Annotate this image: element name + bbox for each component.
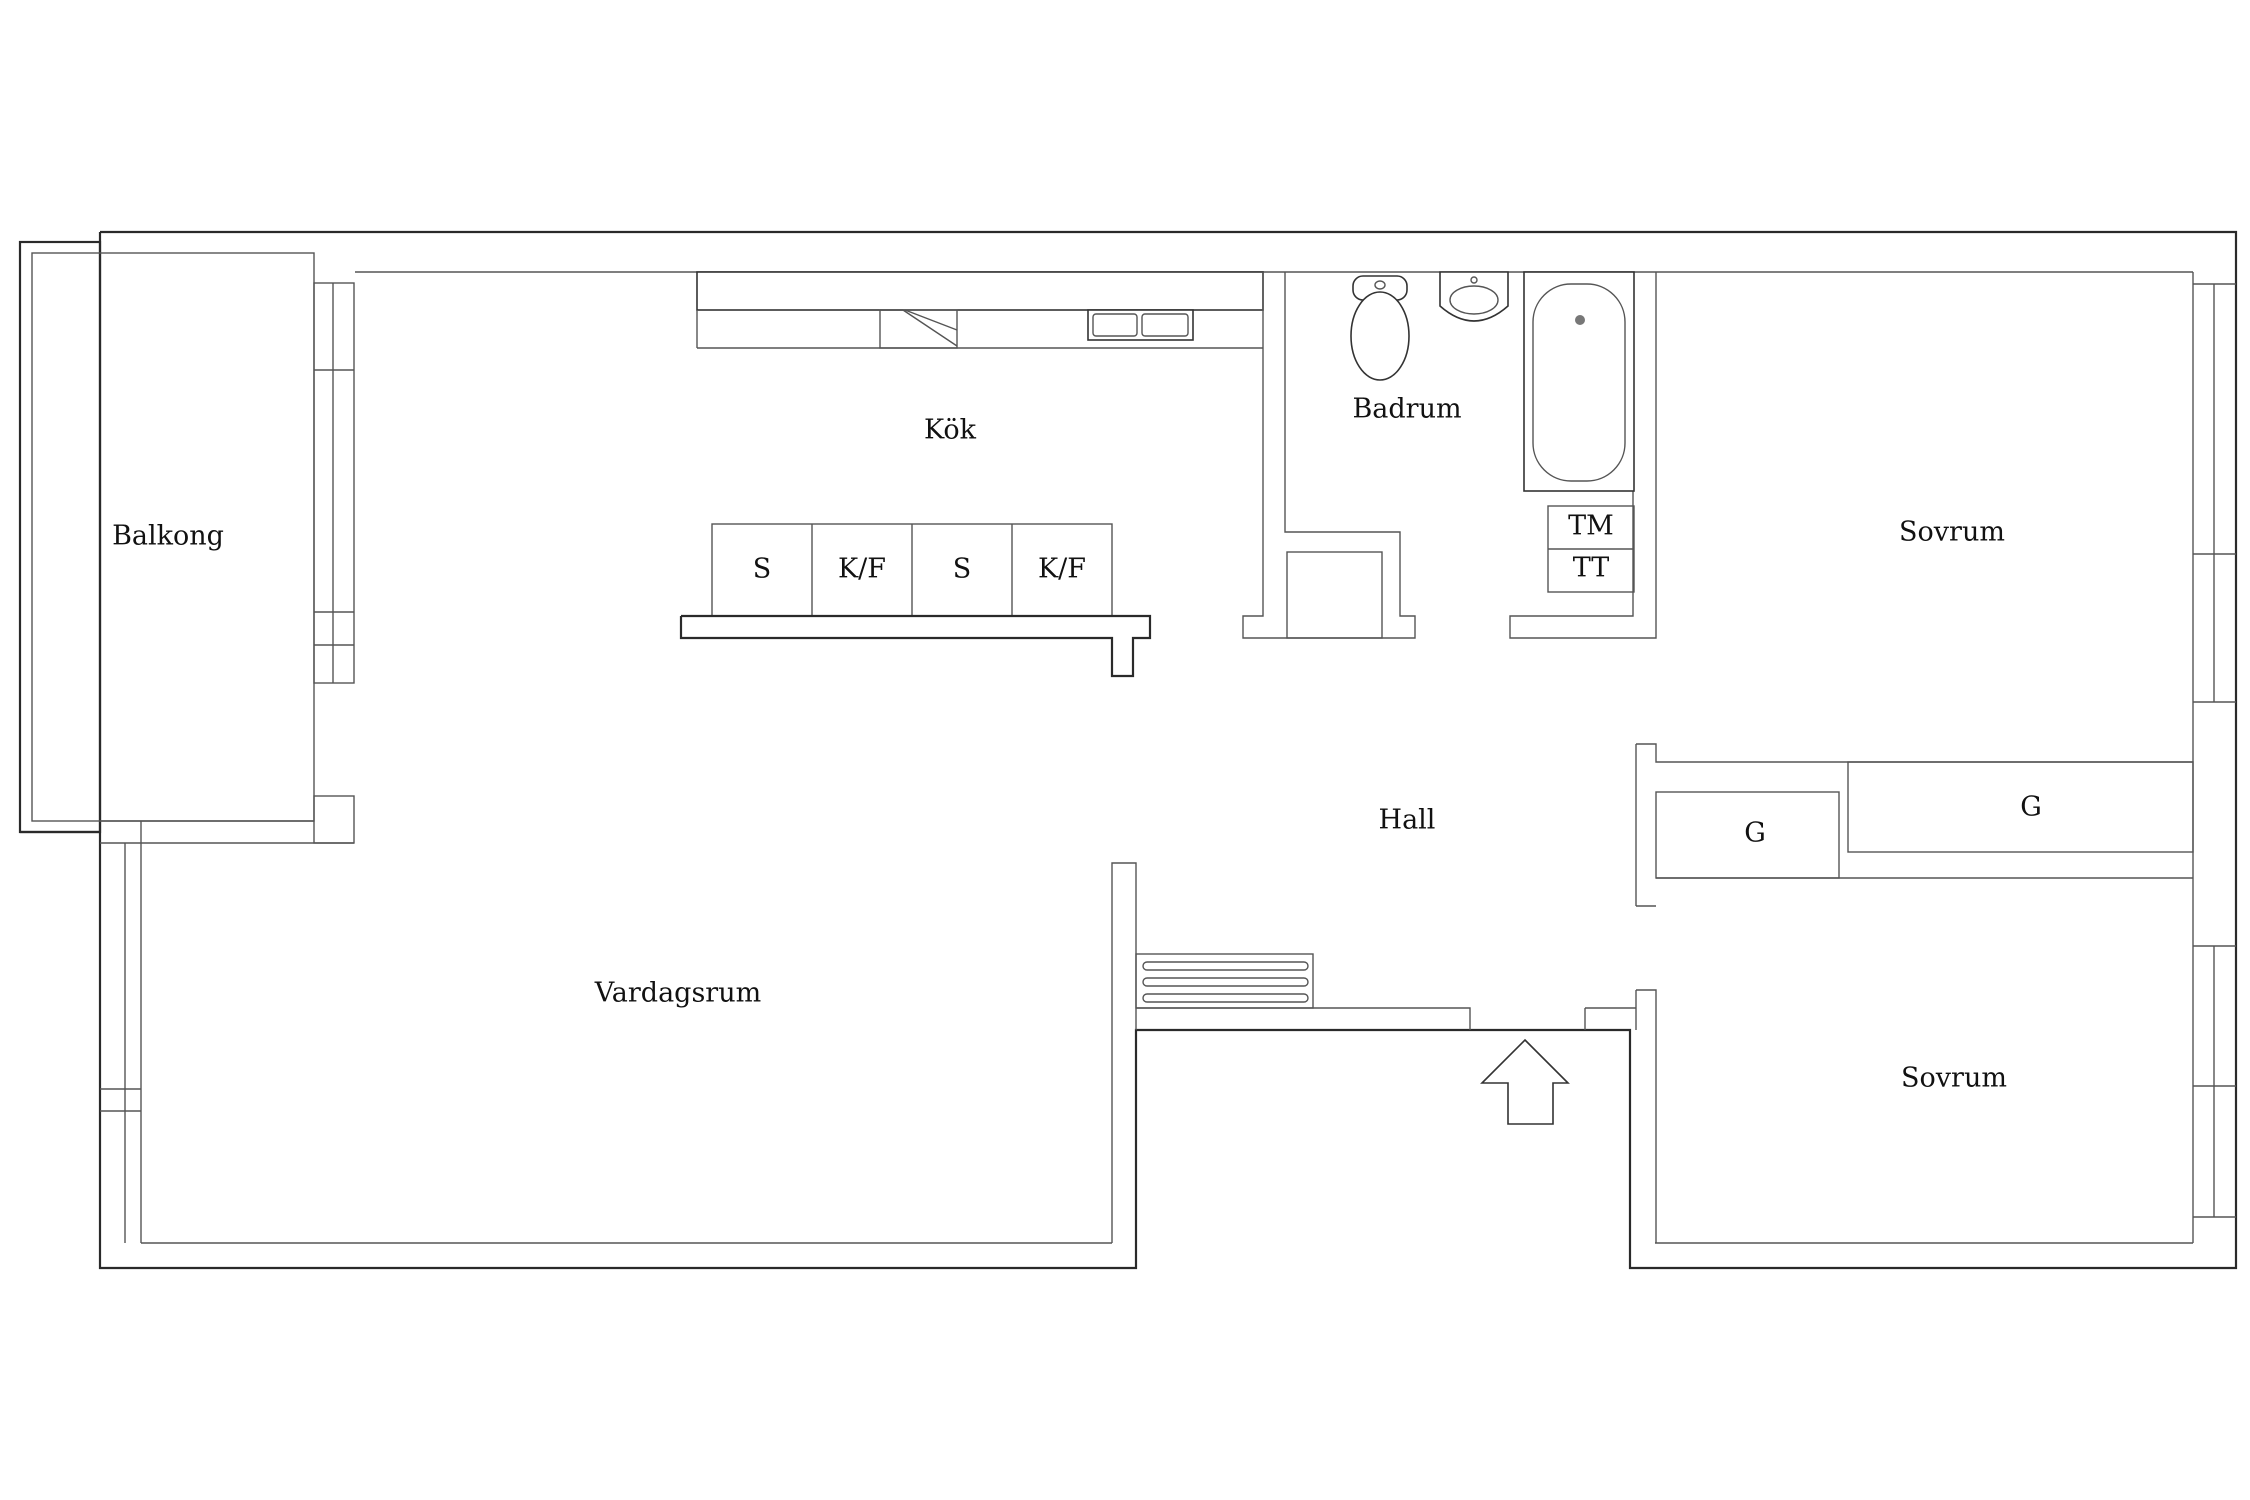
bathroom-walls xyxy=(1242,272,1657,639)
entrance-arrow-icon xyxy=(1480,1038,1570,1125)
label-kf-1: K/F xyxy=(838,554,886,585)
bedroom-partitions xyxy=(1585,743,2193,1243)
bathtub-icon xyxy=(1523,271,1635,492)
kitchen-counter xyxy=(696,271,1264,349)
kitchen-sink xyxy=(1087,309,1194,341)
balcony-windows xyxy=(100,282,355,844)
label-s-2: S xyxy=(953,554,972,585)
label-g-left: G xyxy=(1744,818,1766,849)
label-tm: TM xyxy=(1568,511,1614,542)
room-label-balkong: Balkong xyxy=(112,521,224,552)
room-label-vardagsrum: Vardagsrum xyxy=(594,978,761,1009)
room-label-badrum: Badrum xyxy=(1352,394,1461,425)
room-label-sovrum-bottom: Sovrum xyxy=(1901,1063,2007,1094)
label-kf-2: K/F xyxy=(1038,554,1086,585)
room-label-sovrum-top: Sovrum xyxy=(1899,517,2005,548)
room-label-hall: Hall xyxy=(1379,805,1436,836)
hall-front-wall xyxy=(1136,1007,1586,1030)
kitchen-island xyxy=(679,523,1152,678)
label-s-1: S xyxy=(753,554,772,585)
wardrobe-left xyxy=(1655,791,1840,879)
room-label-kok: Kök xyxy=(924,415,977,446)
outer-walls xyxy=(98,230,2238,1270)
washbasin-icon xyxy=(1439,271,1509,322)
wardrobe-right xyxy=(1847,761,2194,853)
living-window xyxy=(100,843,141,1243)
label-g-right: G xyxy=(2020,792,2042,823)
label-tt: TT xyxy=(1573,553,1610,584)
east-windows xyxy=(2193,283,2236,1218)
living-partition xyxy=(1111,862,1137,1243)
washer-dryer-stack xyxy=(1547,505,1635,593)
toilet-icon xyxy=(1350,275,1410,381)
radiator xyxy=(1135,953,1314,1009)
